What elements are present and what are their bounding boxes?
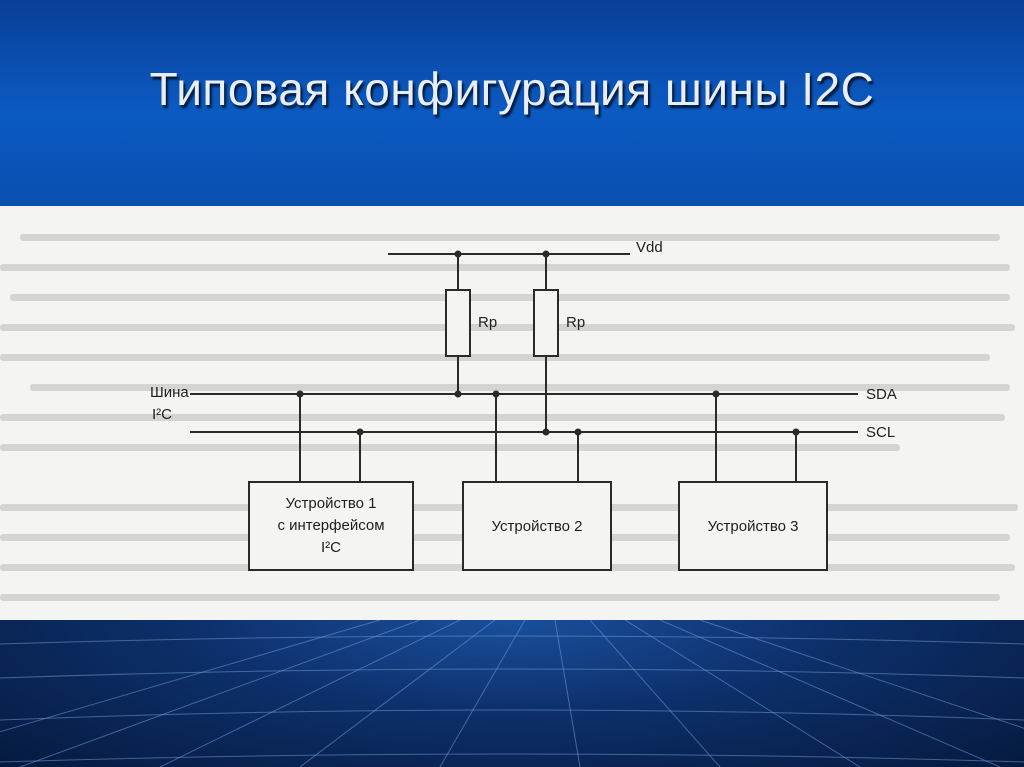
slide-title: Типовая конфигурация шины I2C: [149, 63, 875, 115]
bus-label-line1: Шина: [150, 384, 189, 401]
junction-dot: [454, 250, 462, 258]
junction-dot: [296, 390, 304, 398]
device-3-label: Устройство 3: [708, 518, 799, 535]
rp2-label: Rp: [566, 314, 585, 331]
junction-dot: [542, 250, 550, 258]
perspective-grid: [0, 620, 1024, 767]
device-2-label: Устройство 2: [492, 518, 583, 535]
device-3-box: [678, 481, 828, 571]
junction-dot: [574, 428, 582, 436]
junction-dot: [356, 428, 364, 436]
device-2-box: [462, 481, 612, 571]
rp2-resistor: [533, 289, 559, 357]
junction-dot: [454, 390, 462, 398]
junction-dot: [542, 428, 550, 436]
scl-label: SCL: [866, 424, 895, 441]
decorative-bottom-band: [0, 620, 1024, 767]
figure-area: Vdd Rp Rp Шина I²C SDA SCL Устройство 1 …: [0, 206, 1024, 620]
junction-dot: [792, 428, 800, 436]
device-1-line3: I²C: [321, 539, 341, 556]
device-1-box: [248, 481, 414, 571]
device-1-line2: с интерфейсом: [277, 517, 384, 534]
rp1-label: Rp: [478, 314, 497, 331]
bus-label-line2: I²C: [152, 406, 172, 423]
device-1-line1: Устройство 1: [286, 495, 377, 512]
junction-dot: [492, 390, 500, 398]
title-band: [0, 0, 1024, 206]
sda-label: SDA: [866, 386, 897, 403]
vdd-label: Vdd: [636, 239, 663, 256]
i2c-bus-diagram: Vdd Rp Rp Шина I²C SDA SCL Устройство 1 …: [150, 239, 897, 571]
junction-dot: [712, 390, 720, 398]
rp1-resistor: [445, 289, 471, 357]
